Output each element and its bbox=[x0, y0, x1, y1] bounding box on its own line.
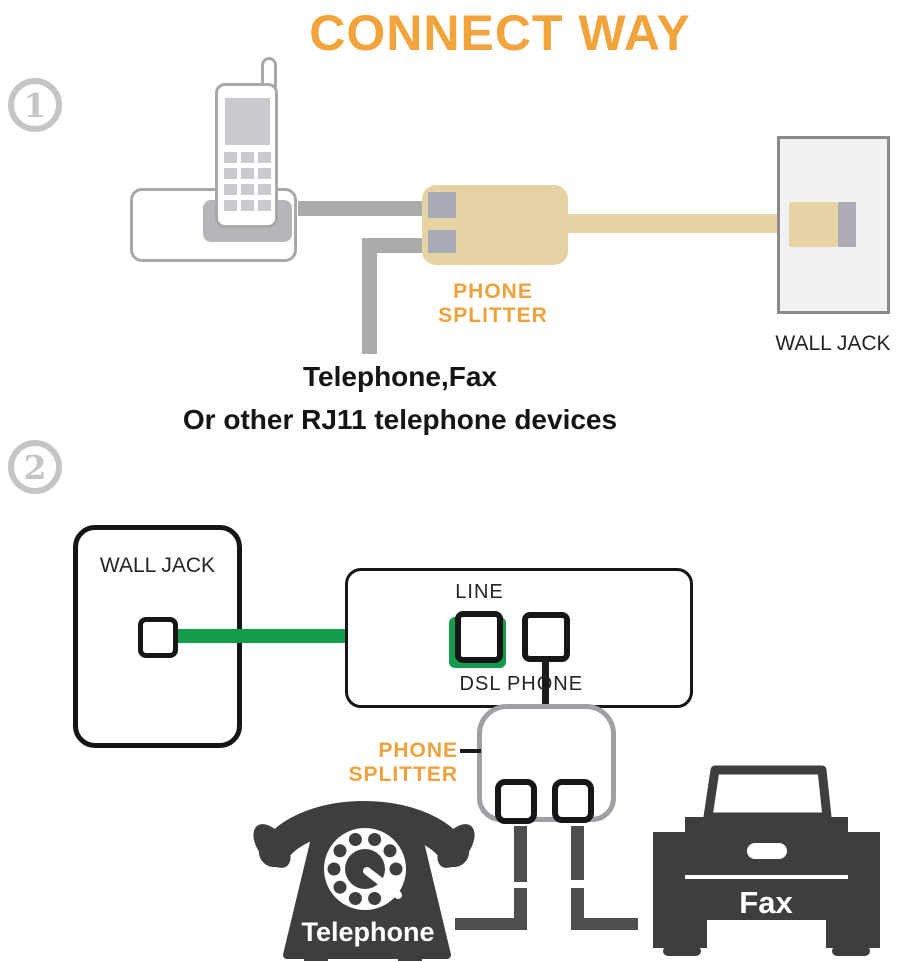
splitter-label-1: PHONE SPLITTER bbox=[438, 280, 548, 327]
splitter-2-port-right bbox=[552, 779, 594, 823]
phone-port bbox=[522, 612, 570, 662]
phone-keypad bbox=[224, 152, 271, 211]
dsl-port bbox=[455, 611, 503, 663]
cable-splitter-to-walljack bbox=[566, 214, 792, 233]
wall-jack-label-2: WALL JACK bbox=[99, 554, 216, 577]
page-title: CONNECT WAY bbox=[309, 5, 691, 61]
step-1-number: 1 bbox=[23, 85, 47, 125]
cable-left-to-telephone bbox=[455, 918, 527, 930]
cable-right-to-fax bbox=[571, 918, 638, 930]
phone-screen bbox=[225, 98, 270, 145]
step-1-badge: 1 bbox=[8, 78, 62, 132]
splitter-plug-bottom bbox=[428, 230, 456, 253]
modem-box bbox=[345, 568, 693, 708]
cable-right-upper bbox=[571, 826, 584, 880]
wall-jack-label-1: WALL JACK bbox=[775, 332, 891, 355]
wall-jack-plug bbox=[789, 202, 838, 247]
rotary-telephone-icon: Telephone bbox=[253, 801, 475, 961]
wall-jack-plug-tip bbox=[838, 202, 856, 247]
cordless-phone-icon bbox=[125, 55, 310, 265]
splitter-plug-top bbox=[428, 192, 456, 218]
splitter-label-2: PHONE SPLITTER bbox=[348, 739, 458, 786]
cable-left-upper bbox=[514, 826, 527, 882]
fax-label: Fax bbox=[739, 885, 793, 920]
telephone-label: Telephone bbox=[301, 917, 434, 947]
phone-port-label: PHONE bbox=[506, 673, 584, 695]
line-port-label: LINE bbox=[455, 581, 504, 603]
step-2-badge: 2 bbox=[8, 440, 62, 494]
wall-jack-port bbox=[138, 617, 178, 658]
step-2-number: 2 bbox=[23, 447, 47, 487]
cable-phone-port-down bbox=[542, 658, 549, 710]
splitter-2-port-left bbox=[495, 779, 537, 824]
splitter-label-dash bbox=[460, 749, 481, 753]
dsl-port-label: DSL bbox=[459, 673, 502, 695]
caption-line-2: Or other RJ11 telephone devices bbox=[182, 404, 618, 435]
cable-splitter-branch-horizontal bbox=[362, 238, 434, 253]
cable-splitter-branch-vertical bbox=[362, 238, 377, 354]
cable-base-to-splitter bbox=[298, 201, 434, 216]
caption-line-1: Telephone,Fax bbox=[303, 361, 497, 392]
fax-machine-icon: Fax bbox=[653, 765, 880, 956]
